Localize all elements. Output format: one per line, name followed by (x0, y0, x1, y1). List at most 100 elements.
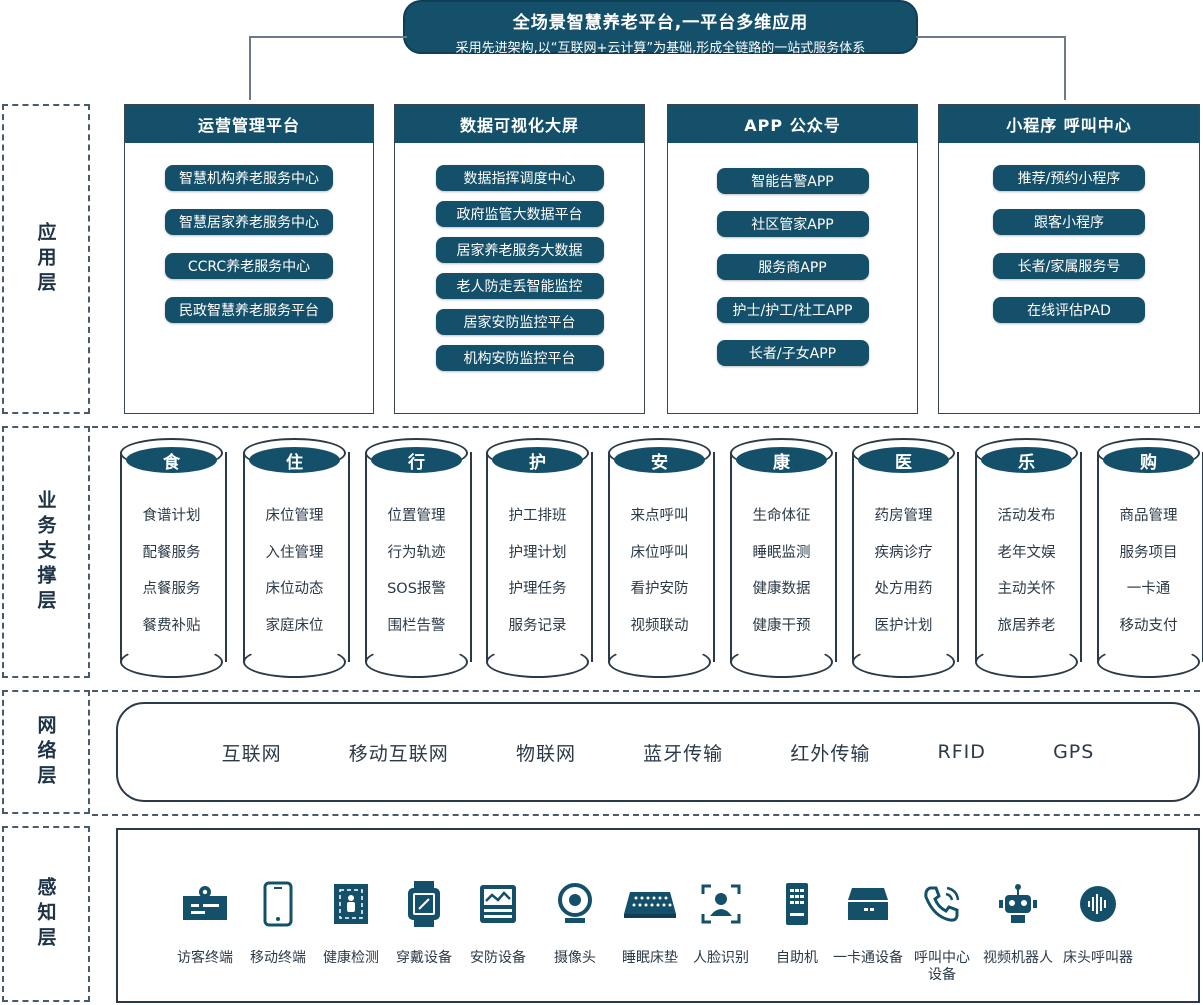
business-item[interactable]: 家庭床位 (265, 617, 324, 634)
visitor-terminal-icon (167, 880, 243, 928)
business-item[interactable]: 医护计划 (874, 617, 933, 634)
business-item[interactable]: 看护安防 (630, 581, 689, 597)
bedside-caller-icon (1060, 880, 1136, 928)
device-label: 视频机器人 (983, 950, 1053, 966)
device-security[interactable]: 安防设备 (460, 880, 536, 967)
business-item[interactable]: 点餐服务 (142, 581, 201, 597)
panel-item[interactable]: 数据指挥调度中心 (435, 165, 604, 191)
panel-item[interactable]: 推荐/预约小程序 (993, 165, 1145, 191)
business-item[interactable]: 餐费补贴 (142, 617, 201, 634)
business-cylinder-food: 食 食谱计划 配餐服务 点餐服务 餐费补贴 (120, 438, 227, 678)
business-item[interactable]: SOS报警 (387, 581, 446, 597)
panel-item[interactable]: 居家养老服务大数据 (435, 237, 604, 263)
device-label: 访客终端 (177, 950, 233, 966)
panel-item[interactable]: 服务商APP (716, 254, 869, 280)
panel-item[interactable]: 长者/子女APP (716, 340, 869, 366)
connector-right (916, 36, 1066, 100)
panel-item[interactable]: 居家安防监控平台 (435, 309, 604, 335)
cylinder-title: 住 (249, 447, 340, 473)
business-item[interactable]: 护工排班 (508, 508, 567, 524)
business-item[interactable]: 床位呼叫 (630, 544, 689, 561)
device-sleep-mattress[interactable]: 睡眠床垫 (612, 880, 688, 967)
device-wearable[interactable]: 穿戴设备 (386, 880, 462, 967)
business-item[interactable]: 视频联动 (630, 617, 689, 634)
business-item[interactable]: 商品管理 (1119, 508, 1178, 524)
device-health-check[interactable]: 健康检测 (313, 880, 389, 967)
business-item[interactable]: 行为轨迹 (387, 544, 446, 561)
device-face-recognition[interactable]: 人脸识别 (683, 880, 759, 967)
platform-title: 全场景智慧养老平台,一平台多维应用 (512, 13, 809, 33)
cylinder-title: 乐 (981, 447, 1072, 473)
cylinder-title: 食 (126, 447, 217, 473)
connector-left (249, 36, 407, 100)
business-item[interactable]: 床位动态 (265, 581, 324, 597)
panel-item[interactable]: 机构安防监控平台 (435, 345, 604, 371)
panel-item[interactable]: 护士/护工/社工APP (716, 297, 869, 323)
device-kiosk[interactable]: 自助机 (759, 880, 835, 967)
business-item[interactable]: 围栏告警 (387, 617, 446, 634)
business-cylinder-care: 护 护工排班 护理计划 护理任务 服务记录 (486, 438, 593, 678)
device-call-center[interactable]: 呼叫中心设备 (904, 880, 980, 984)
business-item[interactable]: 睡眠监测 (752, 544, 811, 561)
panel-item[interactable]: 智慧居家养老服务中心 (165, 209, 333, 235)
business-item[interactable]: 老年文娱 (997, 544, 1056, 561)
business-item[interactable]: 入住管理 (265, 544, 324, 561)
business-item[interactable]: 活动发布 (997, 508, 1056, 524)
device-bedside-caller[interactable]: 床头呼叫器 (1060, 880, 1136, 967)
business-item[interactable]: 旅居养老 (997, 617, 1056, 634)
business-item[interactable]: 配餐服务 (142, 544, 201, 561)
panel-item[interactable]: 长者/家属服务号 (993, 253, 1145, 279)
panel-item[interactable]: 在线评估PAD (993, 297, 1145, 323)
business-item[interactable]: 食谱计划 (142, 508, 201, 524)
panel-item[interactable]: 跟客小程序 (993, 209, 1145, 235)
sense-box (116, 828, 1200, 1003)
divider-business (92, 426, 1200, 428)
device-label: 睡眠床垫 (622, 950, 678, 966)
panel-item[interactable]: CCRC养老服务中心 (165, 253, 333, 279)
panel-item[interactable]: 民政智慧养老服务平台 (165, 297, 333, 323)
panel-mini-program-call-center: 小程序 呼叫中心 推荐/预约小程序 跟客小程序 长者/家属服务号 在线评估PAD (938, 104, 1200, 414)
device-visitor-terminal[interactable]: 访客终端 (167, 880, 243, 967)
panel-title: 运营管理平台 (125, 105, 373, 143)
device-mobile-terminal[interactable]: 移动终端 (240, 880, 316, 967)
business-item[interactable]: 健康数据 (752, 581, 811, 597)
cylinder-title: 安 (614, 447, 705, 473)
business-item[interactable]: 位置管理 (387, 508, 446, 524)
panel-item[interactable]: 智慧机构养老服务中心 (165, 165, 333, 191)
business-item[interactable]: 主动关怀 (997, 581, 1056, 597)
panel-item[interactable]: 智能告警APP (716, 168, 869, 194)
business-item[interactable]: 疾病诊疗 (874, 544, 933, 561)
panel-app-official-account: APP 公众号 智能告警APP 社区管家APP 服务商APP 护士/护工/社工A… (667, 104, 918, 414)
device-camera[interactable]: 摄像头 (537, 880, 613, 967)
device-label: 呼叫中心设备 (914, 950, 970, 983)
business-item[interactable]: 服务记录 (508, 617, 567, 634)
health-check-icon (313, 880, 389, 928)
business-item[interactable]: 移动支付 (1119, 617, 1178, 634)
panel-item[interactable]: 老人防走丢智能监控 (435, 273, 604, 299)
business-cylinder-safety: 安 来点呼叫 床位呼叫 看护安防 视频联动 (608, 438, 715, 678)
panel-title: 数据可视化大屏 (395, 105, 644, 143)
business-item[interactable]: 健康干预 (752, 617, 811, 634)
device-video-robot[interactable]: 视频机器人 (980, 880, 1056, 967)
business-item[interactable]: 床位管理 (265, 508, 324, 524)
business-item[interactable]: 生命体征 (752, 508, 811, 524)
business-item[interactable]: 护理计划 (508, 544, 567, 561)
device-card-reader[interactable]: 一卡通设备 (830, 880, 906, 967)
business-item[interactable]: 药房管理 (874, 508, 933, 524)
panel-operations: 运营管理平台 智慧机构养老服务中心 智慧居家养老服务中心 CCRC养老服务中心 … (124, 104, 374, 414)
card-reader-icon (830, 880, 906, 928)
panel-item[interactable]: 社区管家APP (716, 211, 869, 237)
platform-header: 全场景智慧养老平台,一平台多维应用 采用先进架构,以“互联网+云计算”为基础,形… (403, 0, 918, 56)
business-item[interactable]: 护理任务 (508, 581, 567, 597)
layer-label-network: 网络层 (2, 690, 90, 814)
panel-item[interactable]: 政府监管大数据平台 (435, 201, 604, 227)
business-item[interactable]: 服务项目 (1119, 544, 1178, 561)
network-item: 互联网 (221, 742, 282, 765)
device-label: 健康检测 (323, 950, 379, 966)
business-item[interactable]: 一卡通 (1126, 581, 1171, 597)
business-item[interactable]: 处方用药 (874, 581, 933, 597)
business-item[interactable]: 来点呼叫 (630, 508, 689, 524)
device-label: 穿戴设备 (396, 950, 452, 966)
network-item: 蓝牙传输 (643, 742, 724, 765)
layer-label-business: 业务支撑层 (2, 426, 90, 678)
